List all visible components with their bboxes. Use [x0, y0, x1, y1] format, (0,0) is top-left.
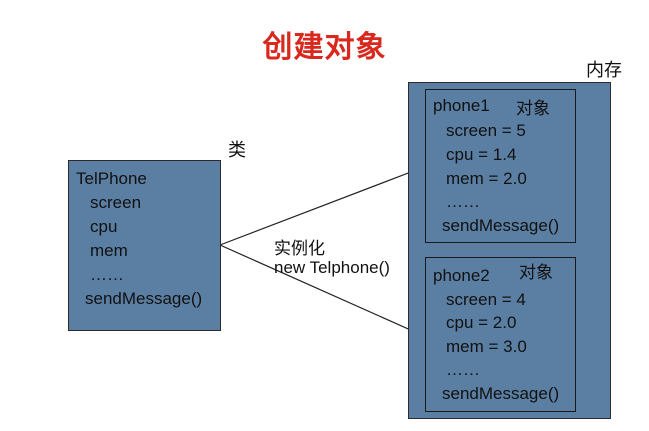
object-tag: 对象: [519, 263, 553, 283]
class-field: ……: [90, 265, 124, 284]
arrow-to-phone1: [219, 166, 426, 246]
instantiate-label: 实例化: [274, 239, 325, 259]
object-field: mem = 3.0: [446, 337, 527, 356]
object-field: screen = 5: [446, 121, 526, 140]
class-method: sendMessage(): [85, 289, 203, 308]
class-field: mem: [90, 241, 128, 260]
instantiate-code: new Telphone(): [274, 258, 390, 277]
object-field: cpu = 1.4: [446, 145, 517, 164]
object-field: ……: [446, 360, 480, 379]
object-field: cpu = 2.0: [446, 313, 517, 332]
object-method: sendMessage(): [442, 216, 560, 235]
class-box: TelPhone screen cpu mem …… sendMessage(): [68, 160, 221, 331]
object-field: ……: [446, 192, 480, 211]
class-field: cpu: [90, 217, 118, 236]
object-box-phone1: phone1 对象 screen = 5 cpu = 1.4 mem = 2.0…: [425, 89, 576, 243]
class-label: 类: [228, 140, 246, 161]
object-box-phone2: phone2 对象 screen = 4 cpu = 2.0 mem = 3.0…: [425, 257, 576, 412]
arrow-to-phone2: [219, 244, 426, 337]
object-field: mem = 2.0: [446, 169, 527, 188]
object-tag: 对象: [516, 99, 550, 119]
memory-box: phone1 对象 screen = 5 cpu = 1.4 mem = 2.0…: [408, 82, 611, 419]
class-field: screen: [90, 193, 142, 212]
slide-title: 创建对象: [262, 30, 387, 65]
object-name: phone2: [433, 266, 490, 285]
memory-label: 内存: [586, 60, 622, 81]
object-method: sendMessage(): [442, 384, 560, 403]
object-name: phone1: [433, 96, 490, 115]
class-name: TelPhone: [76, 169, 147, 188]
object-field: screen = 4: [446, 290, 526, 309]
